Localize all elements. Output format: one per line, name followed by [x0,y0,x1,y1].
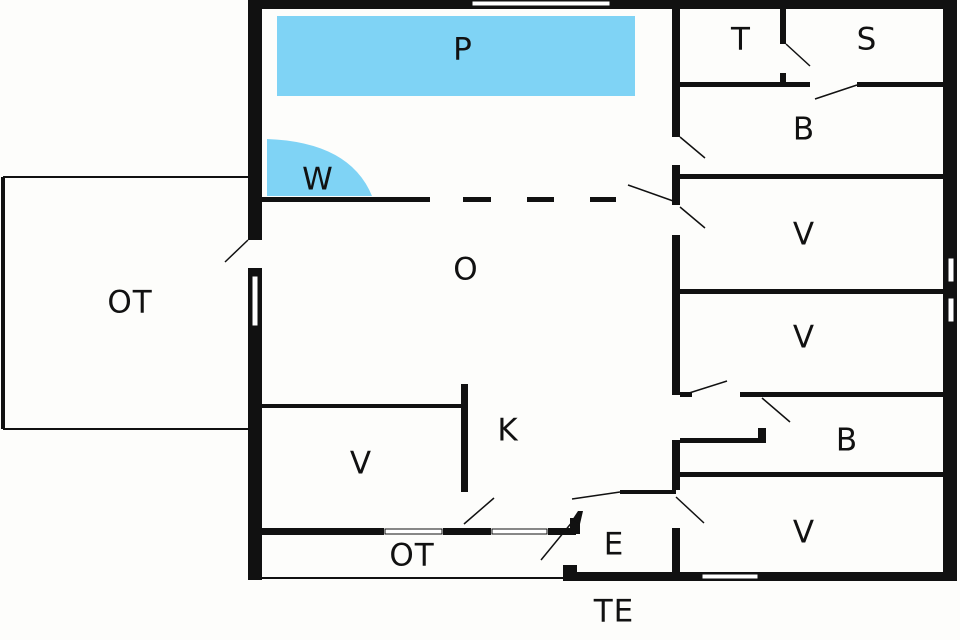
room-label-sauna: S [856,21,878,58]
room-label-bedroom-4: V [792,514,816,551]
room-label-entrance: E [603,526,625,563]
windows [251,0,955,580]
room-label-terrace-west: OT [107,284,153,321]
room-label-bedroom-2: V [792,319,816,356]
room-label-bedroom-3: V [349,445,373,482]
pool [277,16,635,96]
door-swings [224,43,858,561]
room-label-pool: P [453,31,473,68]
room-label-bathroom-2: B [835,422,859,459]
room-label-terrace-south: OT [389,537,435,574]
room-label-bathroom-1: B [792,111,816,148]
room-label-whirlpool: W [302,161,334,198]
room-label-kitchen: K [497,412,519,449]
terrace-west-outline [1,176,248,430]
room-label-terrace-entrance: TE [593,593,635,630]
inner-windows [384,528,548,535]
room-label-living-room: O [453,251,479,288]
room-label-bedroom-1: V [792,216,816,253]
interior-walls [262,9,943,579]
whirlpool [267,139,372,196]
room-label-toilet: T [731,21,751,58]
